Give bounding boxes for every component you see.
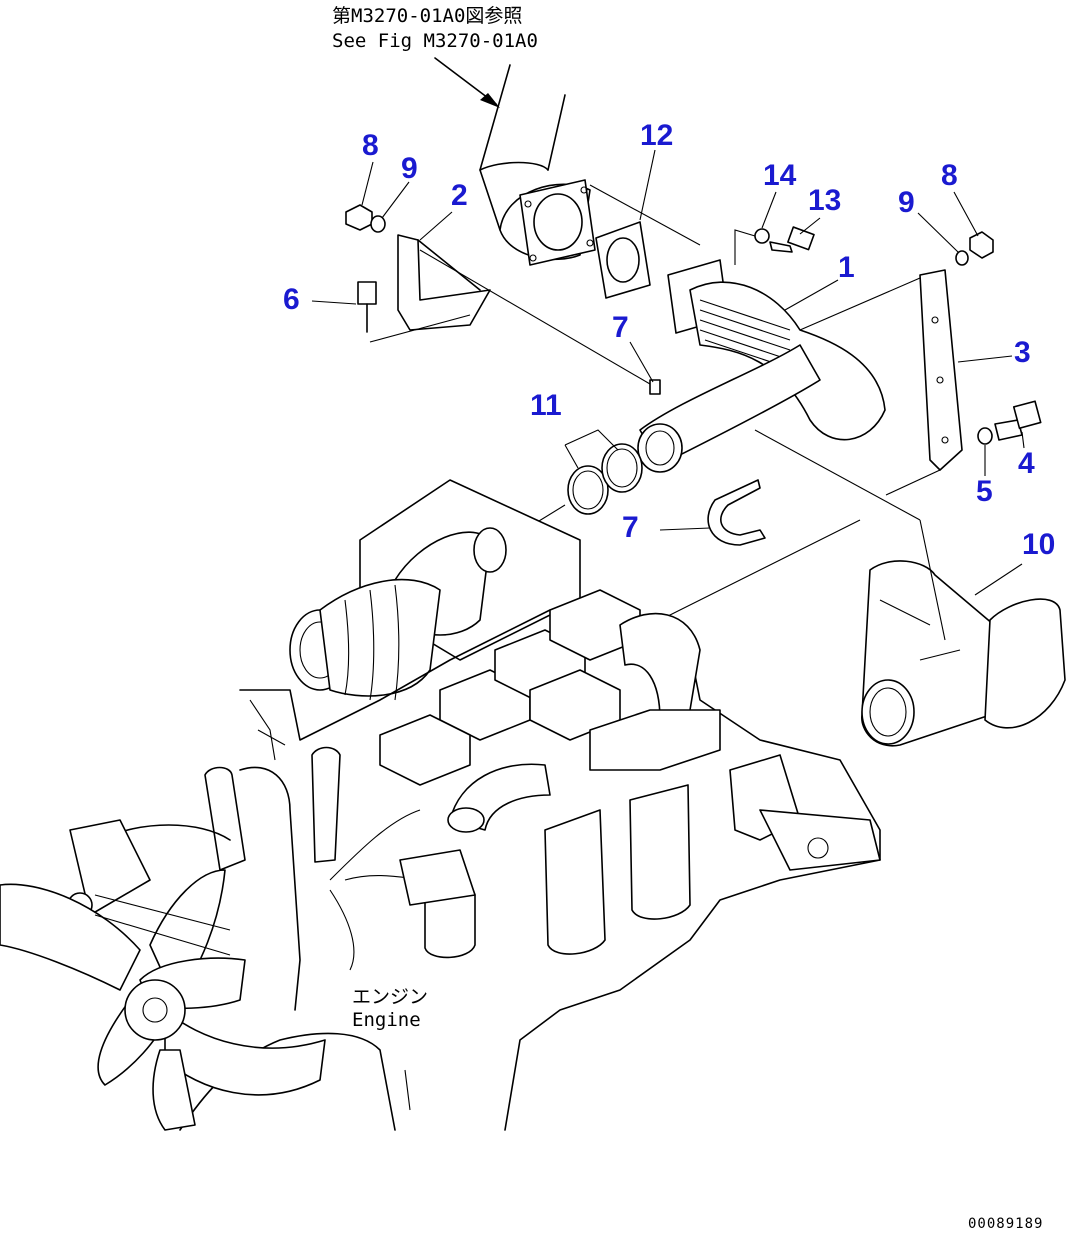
- washer-part-9-left: [370, 215, 386, 233]
- pipe-part-10: [861, 560, 1066, 747]
- callout-7-upper: 7: [612, 311, 629, 344]
- callout-11: 11: [530, 389, 562, 422]
- engine-assembly: [99, 479, 881, 1131]
- callout-10: 10: [1022, 528, 1055, 561]
- engine-label-en: Engine: [352, 1009, 421, 1031]
- reference-arrow: [434, 57, 500, 108]
- callout-8-right: 8: [941, 159, 958, 192]
- bolt-part-13: [769, 226, 815, 253]
- callout-1: 1: [838, 251, 855, 284]
- bracket-part-3: [799, 269, 963, 496]
- callout-4: 4: [1018, 447, 1035, 480]
- hose-part-1: [637, 259, 886, 473]
- clamp-part-7-lower: [659, 479, 766, 546]
- engine-label-ja: エンジン: [352, 986, 428, 1008]
- callout-7-lower: 7: [622, 511, 639, 544]
- callout-9-right: 9: [898, 186, 915, 219]
- bolt-part-6: [311, 281, 377, 333]
- gasket-part-12: [589, 184, 701, 299]
- washer-part-5: [977, 427, 993, 445]
- duct-flange: [519, 179, 596, 266]
- callout-6: 6: [283, 283, 300, 316]
- callout-leaders: [361, 149, 1025, 596]
- callout-13: 13: [808, 184, 841, 217]
- callout-9-left: 9: [401, 152, 418, 185]
- callout-2: 2: [451, 179, 468, 212]
- callout-5: 5: [976, 475, 993, 508]
- bolt-part-4: [994, 400, 1042, 441]
- callout-8-left: 8: [362, 129, 379, 162]
- figure-number: 00089189: [968, 1216, 1043, 1232]
- callout-14: 14: [763, 159, 797, 192]
- callout-3: 3: [1014, 336, 1031, 369]
- reference-text-ja: 第M3270-01A0図参照: [332, 5, 522, 27]
- callout-12: 12: [640, 119, 673, 152]
- nut-part-8-left: [345, 204, 373, 231]
- o-ring-part-11: [564, 429, 643, 515]
- cooling-fan: [0, 819, 326, 1131]
- bracket-part-2: [369, 234, 491, 343]
- callouts: 8 9 2 6 12 14 13 1 9 8 3 7 11 4 5 7 10: [283, 119, 1055, 561]
- washer-part-14: [734, 228, 770, 265]
- nut-part-8-right: [969, 231, 994, 259]
- washer-part-9-right: [955, 250, 969, 266]
- reference-text-en: See Fig M3270-01A0: [332, 30, 538, 52]
